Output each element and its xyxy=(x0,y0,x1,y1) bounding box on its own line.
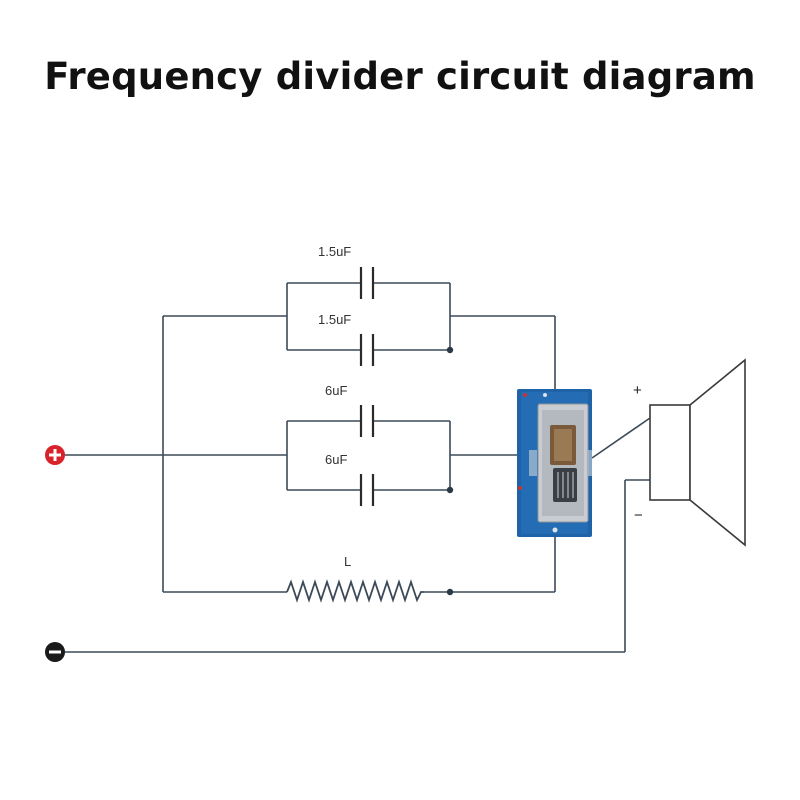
junction-dot xyxy=(446,588,454,596)
junction-dot xyxy=(446,346,454,354)
cap-label-2: 1.5uF xyxy=(318,312,351,327)
wires xyxy=(62,282,651,653)
capacitor-1-5uf-b xyxy=(359,334,375,366)
speaker-minus-label: − xyxy=(634,507,643,524)
junction-dot xyxy=(446,486,454,494)
cap-label-4: 6uF xyxy=(325,452,347,467)
cap-label-1: 1.5uF xyxy=(318,244,351,259)
inductor-label: L xyxy=(344,554,351,569)
selector-switch-board xyxy=(517,389,592,537)
speaker-plus-label: + xyxy=(633,382,642,399)
capacitor-6uf-b xyxy=(359,474,375,506)
plus-circle-icon xyxy=(45,445,65,465)
minus-circle-icon xyxy=(45,642,65,662)
speaker-icon xyxy=(649,358,746,547)
capacitor-6uf-a xyxy=(359,405,375,437)
speaker-positive-wire xyxy=(591,417,651,459)
cap-label-3: 6uF xyxy=(325,383,347,398)
capacitor-1-5uf-a xyxy=(359,267,375,299)
junction-dots xyxy=(446,346,454,596)
diagram-title: Frequency divider circuit diagram xyxy=(44,55,756,98)
inductor xyxy=(286,579,424,603)
capacitors xyxy=(359,267,375,506)
